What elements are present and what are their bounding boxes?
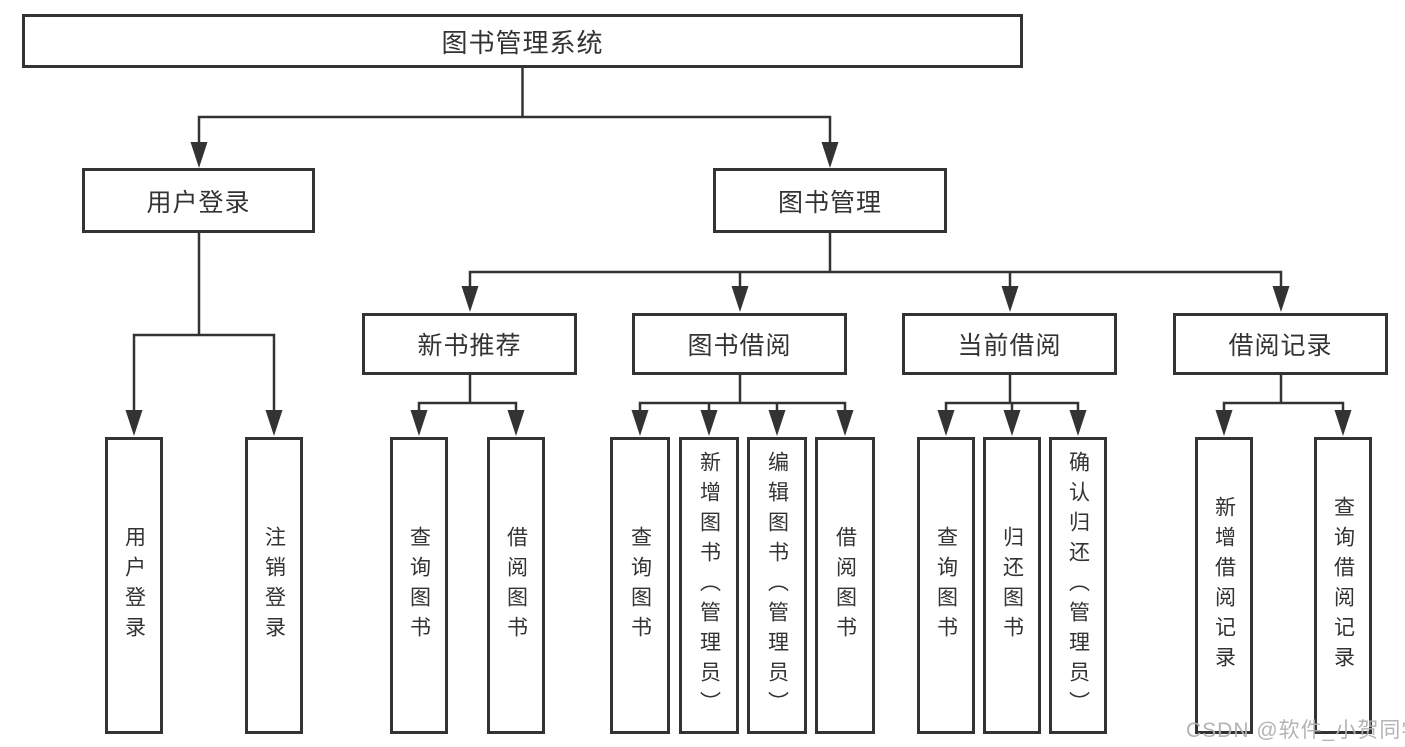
leaf-add-book-admin-label: 新增图书（管理员） (697, 450, 721, 721)
leaf-query-books-current: 查询图书 (917, 437, 975, 734)
leaf-query-borrow-record-label: 查询借阅记录 (1331, 495, 1355, 676)
node-user-login: 用户登录 (82, 168, 315, 233)
leaf-edit-book-admin: 编辑图书（管理员） (747, 437, 807, 734)
leaf-query-books-recommend: 查询图书 (390, 437, 448, 734)
leaf-add-borrow-record-label: 新增借阅记录 (1212, 495, 1236, 676)
node-current-borrowing-label: 当前借阅 (957, 332, 1062, 360)
node-book-management-label: 图书管理 (777, 188, 882, 217)
leaf-borrow-books-borrowing: 借阅图书 (815, 437, 875, 734)
leaf-confirm-return-admin-label: 确认归还（管理员） (1066, 450, 1090, 721)
csdn-watermark: CSDN @软件_小贺同学 (1186, 719, 1405, 742)
leaf-user-login: 用户登录 (105, 437, 163, 734)
leaf-user-login-label: 用户登录 (122, 525, 146, 646)
leaf-query-books-current-label: 查询图书 (934, 525, 958, 646)
connector-edges (132, 68, 1345, 411)
leaf-query-borrow-record: 查询借阅记录 (1314, 437, 1372, 734)
leaf-query-books-borrowing: 查询图书 (610, 437, 670, 734)
leaf-return-book: 归还图书 (983, 437, 1041, 734)
leaf-logout: 注销登录 (245, 437, 303, 734)
node-book-borrowing: 图书借阅 (632, 313, 847, 375)
node-root: 图书管理系统 (22, 14, 1023, 68)
node-root-label: 图书管理系统 (441, 27, 604, 58)
node-borrowing-records-label: 借阅记录 (1228, 332, 1333, 360)
node-book-borrowing-label: 图书借阅 (687, 332, 792, 360)
node-new-book-recommend: 新书推荐 (362, 313, 577, 375)
leaf-add-book-admin: 新增图书（管理员） (679, 437, 739, 734)
arrowheads (125, 142, 1352, 436)
node-borrowing-records: 借阅记录 (1173, 313, 1388, 375)
leaf-borrow-books-recommend: 借阅图书 (487, 437, 545, 734)
node-book-management: 图书管理 (713, 168, 947, 233)
leaf-borrow-books-recommend-label: 借阅图书 (504, 525, 528, 646)
leaf-borrow-books-borrowing-label: 借阅图书 (833, 525, 857, 646)
node-user-login-label: 用户登录 (146, 188, 251, 217)
leaf-logout-label: 注销登录 (262, 525, 286, 646)
leaf-add-borrow-record: 新增借阅记录 (1195, 437, 1253, 734)
node-new-book-recommend-label: 新书推荐 (417, 332, 522, 360)
leaf-confirm-return-admin: 确认归还（管理员） (1049, 437, 1107, 734)
leaf-edit-book-admin-label: 编辑图书（管理员） (765, 450, 789, 721)
node-current-borrowing: 当前借阅 (902, 313, 1117, 375)
leaf-query-books-recommend-label: 查询图书 (407, 525, 431, 646)
leaf-query-books-borrowing-label: 查询图书 (628, 525, 652, 646)
leaf-return-book-label: 归还图书 (1000, 525, 1024, 646)
